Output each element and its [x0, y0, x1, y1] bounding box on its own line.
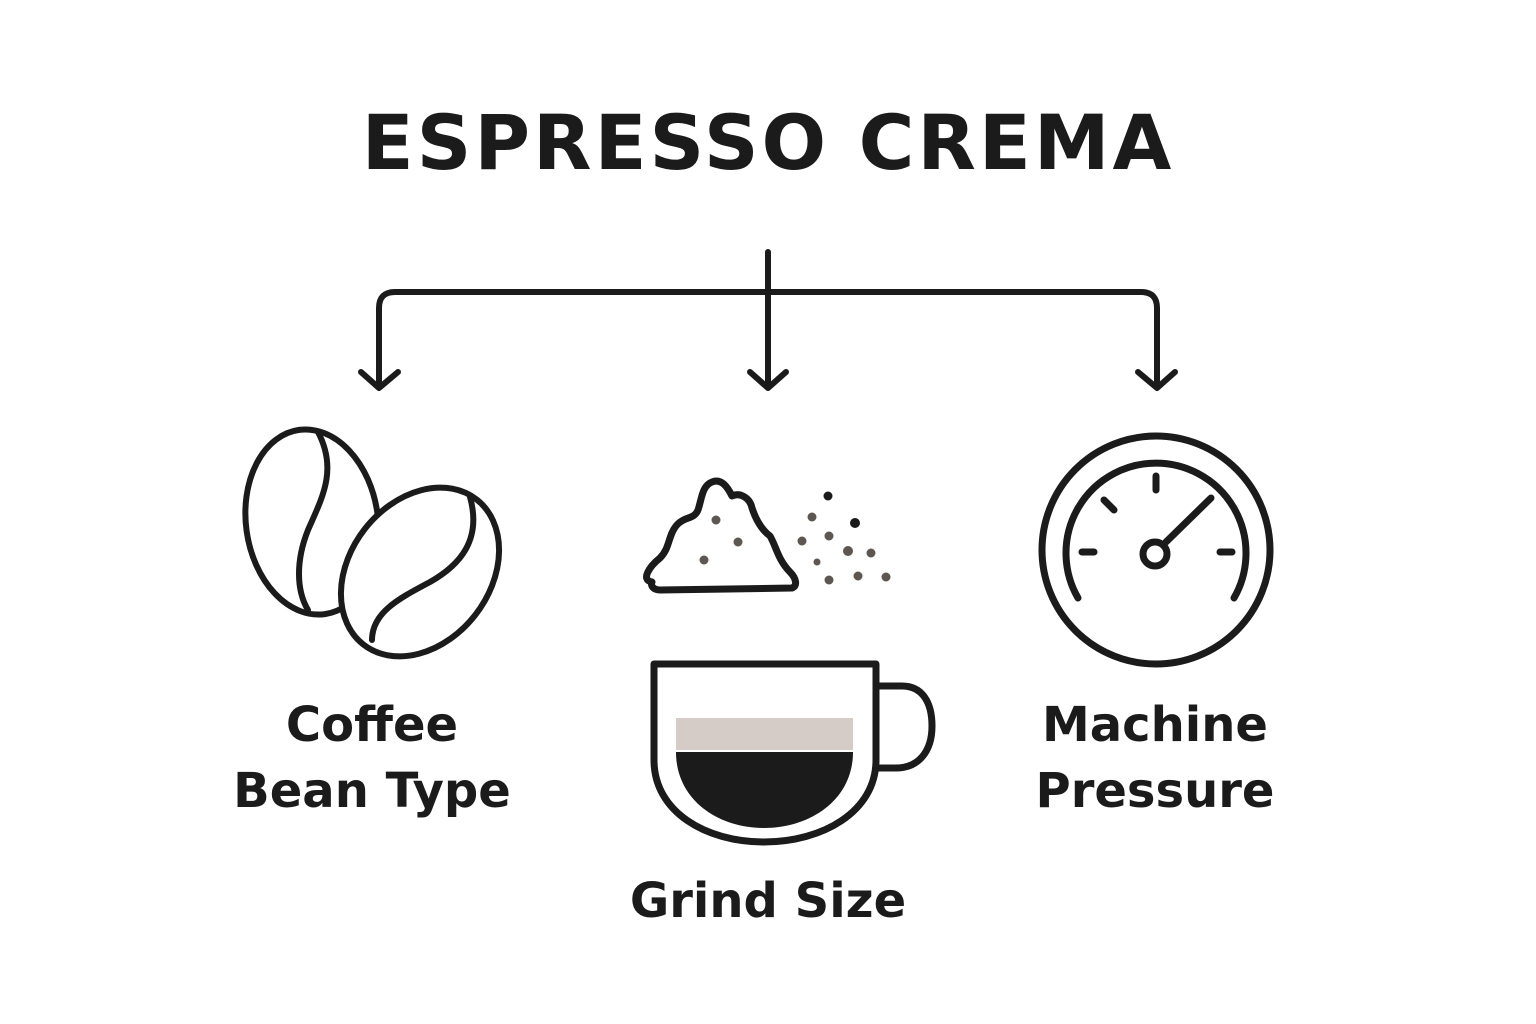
arrowhead-center-icon — [747, 369, 789, 391]
label-line: Bean Type — [233, 763, 511, 819]
diagram-title: ESPRESSO CREMA — [361, 98, 1175, 187]
factor-label-machine-pressure: Machine Pressure — [1000, 692, 1310, 824]
branch-arrows — [358, 249, 1178, 391]
arrowhead-left-icon — [358, 369, 401, 391]
label-line: Machine — [1042, 697, 1268, 753]
factor-label-coffee-bean-type: Coffee Bean Type — [212, 692, 532, 824]
espresso-cup-icon — [650, 660, 936, 846]
label-line: Coffee — [285, 697, 459, 753]
factor-label-grind-size: Grind Size — [598, 868, 938, 934]
coffee-beans-icon — [242, 426, 503, 660]
horizontal-bar — [376, 289, 1160, 387]
ground-coffee-icon — [643, 477, 891, 594]
label-line: Pressure — [1035, 763, 1275, 819]
label-line: Grind Size — [629, 873, 907, 929]
arrowhead-right-icon — [1135, 369, 1178, 391]
pressure-gauge-icon — [1038, 432, 1274, 668]
